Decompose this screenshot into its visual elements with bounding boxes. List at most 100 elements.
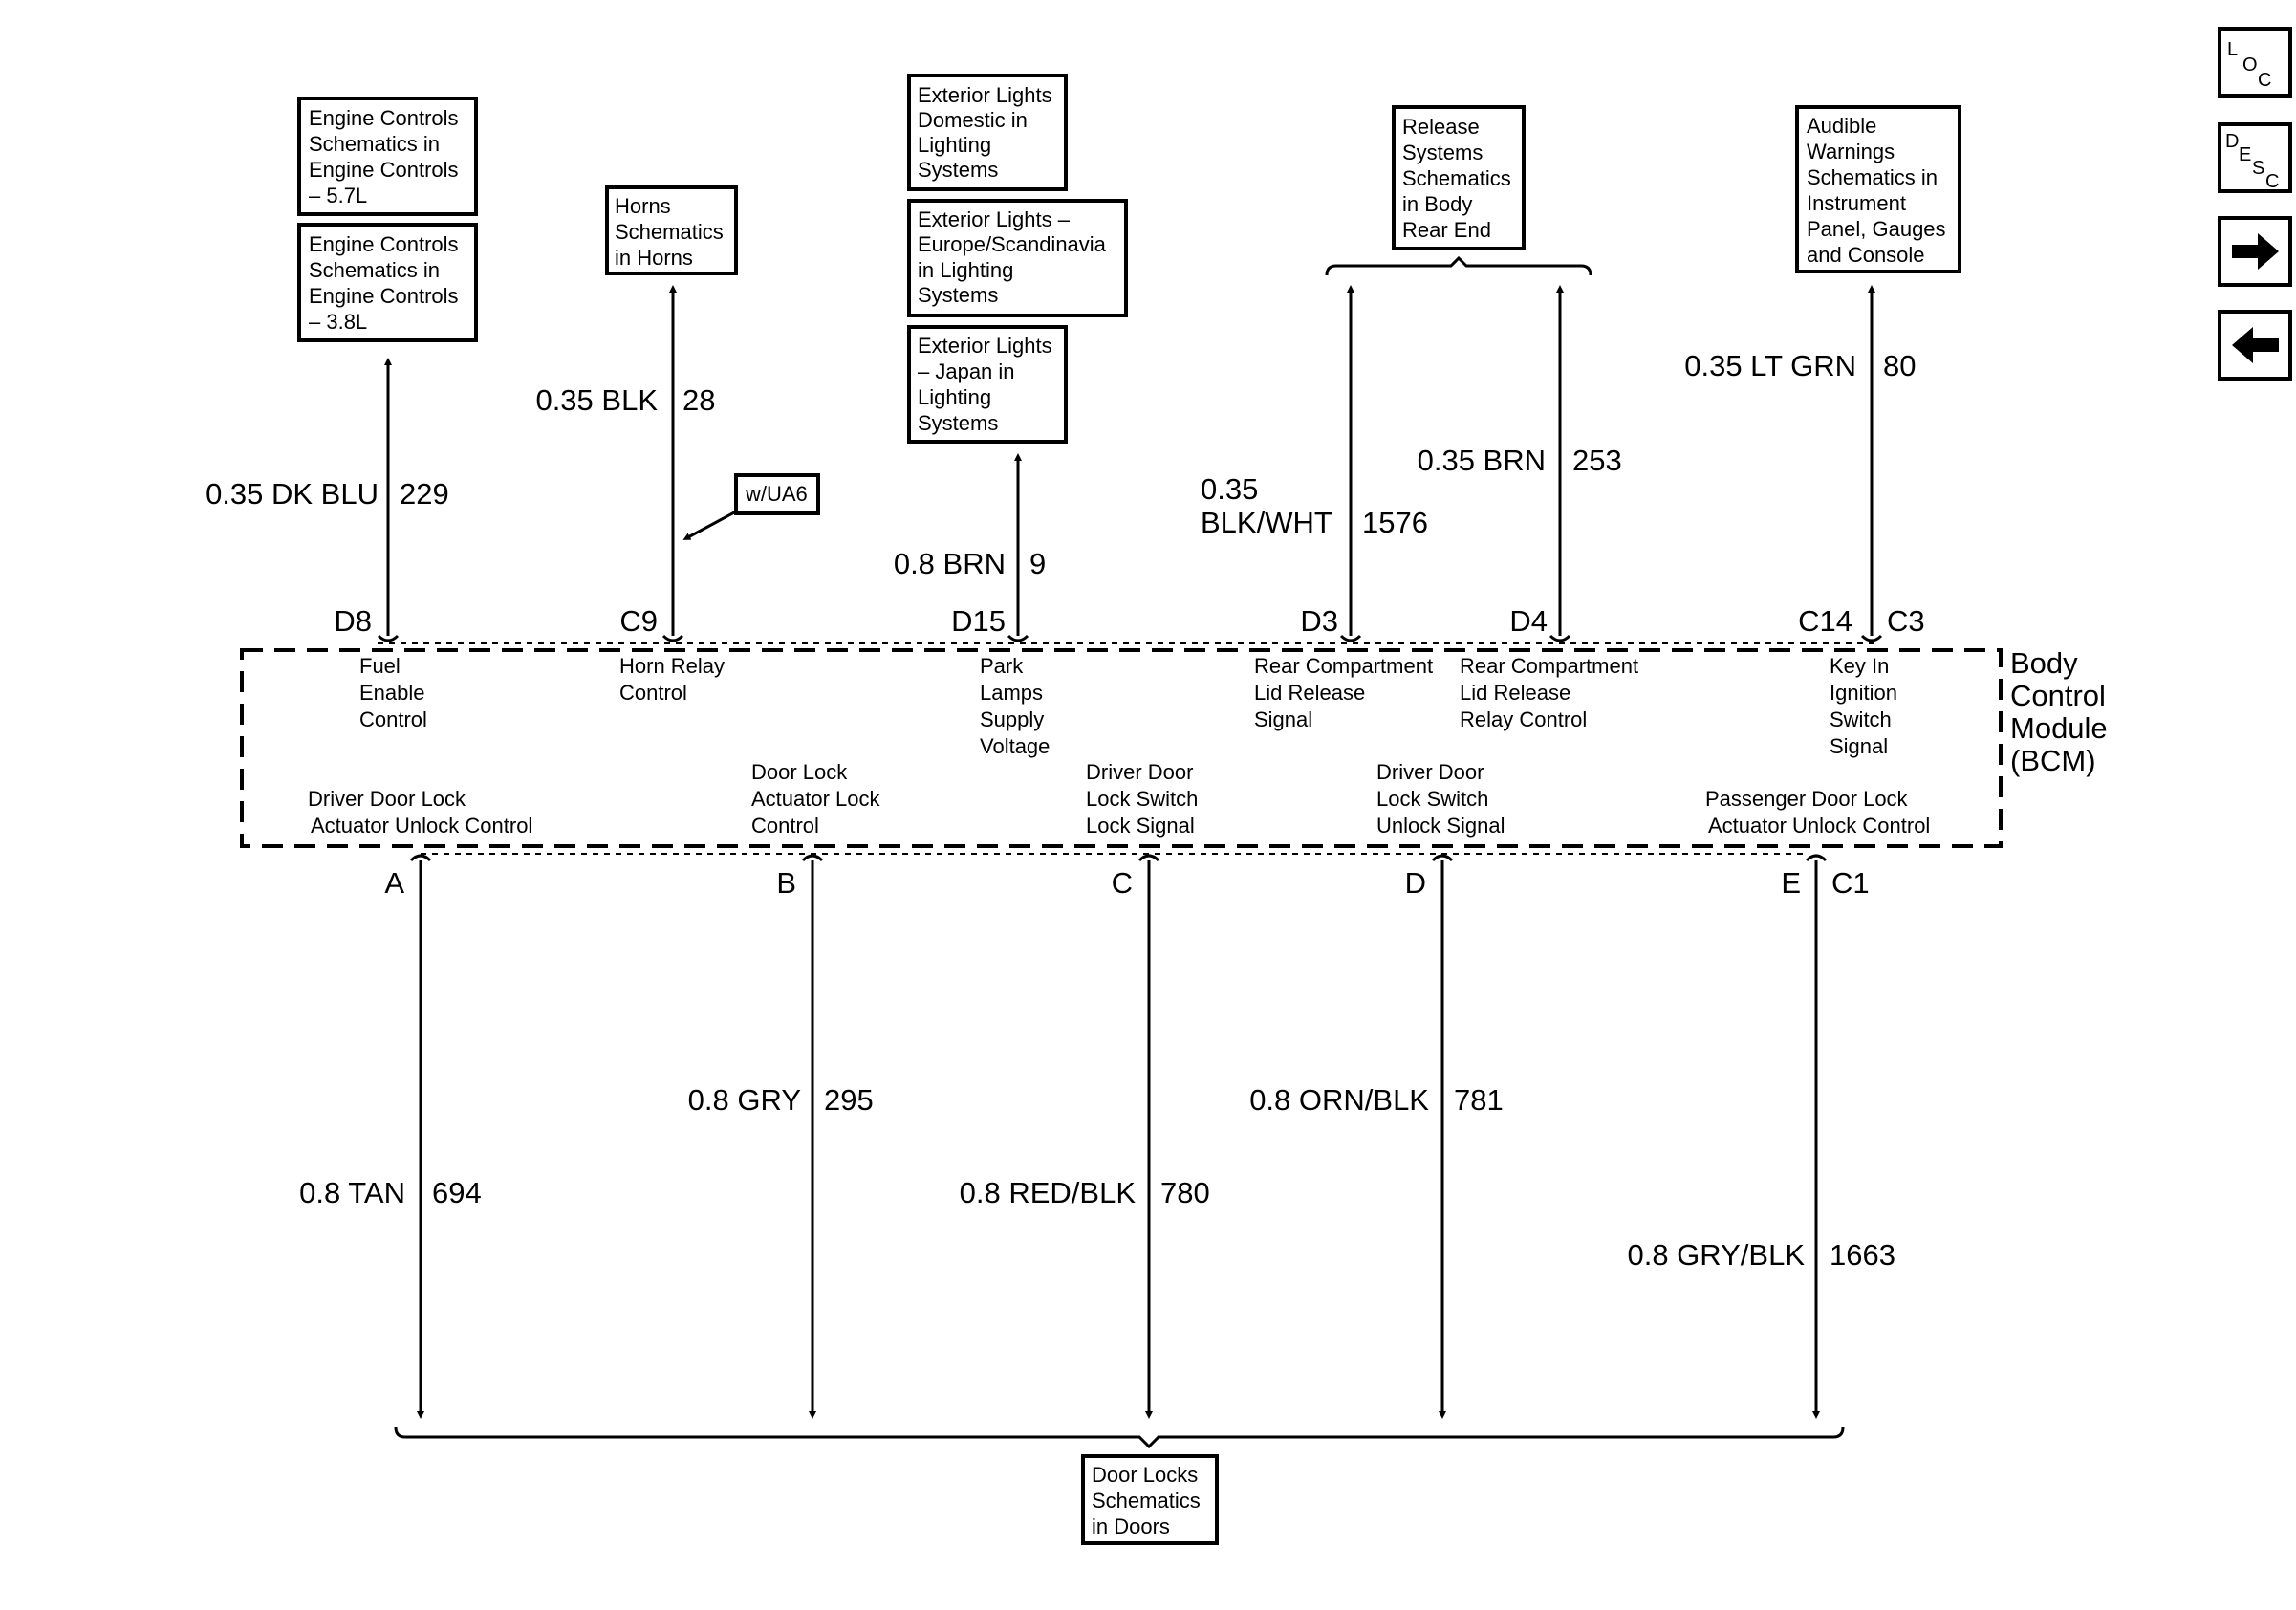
wire-d15: 0.8 BRN 9 D15 xyxy=(894,453,1046,638)
wire-gauge-color: 0.8 BRN xyxy=(894,547,1006,580)
circuit-name-driver-lock-switch-lock: Driver Door Lock Switch Lock Signal xyxy=(1086,760,1198,838)
ref-text: – 3.8L xyxy=(309,310,367,334)
ref-exterior-lights-japan[interactable]: Exterior Lights – Japan in Lighting Syst… xyxy=(907,325,1068,444)
wire-d3: 0.35 BLK/WHT 1576 D3 xyxy=(1201,285,1428,638)
pin-label: C xyxy=(1112,866,1133,900)
wire-gauge-color: 0.8 RED/BLK xyxy=(960,1176,1137,1209)
circuit-name-key-in: Key In Ignition Switch Signal xyxy=(1830,654,1897,758)
circuit-name-text: Relay Control xyxy=(1460,707,1587,731)
wire-gauge-color: BLK/WHT xyxy=(1201,506,1332,539)
bcm-module-outline xyxy=(240,648,2003,848)
ref-box-frame[interactable] xyxy=(1081,1454,1219,1545)
ref-exterior-lights-europe[interactable]: Exterior Lights – Europe/Scandinavia in … xyxy=(907,199,1128,317)
circuit-name-text: Lamps xyxy=(980,681,1043,705)
wire-circuit-number: 28 xyxy=(682,383,715,417)
bcm-module-label: Body Control Module (BCM) xyxy=(2010,646,2108,777)
ref-text: Lighting xyxy=(918,385,991,409)
ref-text: Audible xyxy=(1807,114,1876,138)
ref-text: and Console xyxy=(1807,243,1925,267)
bcm-label-line: (BCM) xyxy=(2010,744,2096,777)
wire-circuit-number: 9 xyxy=(1029,547,1046,580)
ref-text: Warnings xyxy=(1807,140,1895,163)
ref-text: Lighting xyxy=(918,133,991,157)
circuit-name-horn-relay: Horn Relay Control xyxy=(619,654,725,705)
pin-label: D8 xyxy=(334,604,372,638)
wire-circuit-number: 253 xyxy=(1572,444,1622,477)
option-tag-arrow xyxy=(682,510,737,540)
pin-label: A xyxy=(384,866,404,900)
pin-label: E xyxy=(1781,866,1801,900)
connector-label: C1 xyxy=(1831,866,1870,900)
connector-tick xyxy=(1137,854,1160,862)
ref-box-frame[interactable] xyxy=(605,185,738,275)
wire-circuit-number: 781 xyxy=(1454,1083,1504,1117)
ref-text: in Horns xyxy=(615,246,693,270)
wire-circuit-number: 229 xyxy=(400,477,449,511)
prev-page-button[interactable] xyxy=(2218,310,2292,381)
ref-box-frame[interactable] xyxy=(297,97,478,216)
ref-exterior-lights-domestic[interactable]: Exterior Lights Domestic in Lighting Sys… xyxy=(907,74,1068,191)
ref-box-frame[interactable] xyxy=(297,223,478,342)
ref-text: Engine Controls xyxy=(309,158,459,182)
ref-horns[interactable]: Horns Schematics in Horns xyxy=(605,185,738,275)
ref-box-frame[interactable] xyxy=(1392,105,1526,250)
wire-d8: 0.35 DK BLU 229 D8 xyxy=(206,358,449,638)
wire-gauge-color: 0.8 GRY/BLK xyxy=(1627,1238,1805,1272)
ref-box-frame[interactable] xyxy=(907,199,1128,317)
circuit-name-text: Actuator Unlock Control xyxy=(1708,814,1930,838)
circuit-name-text: Voltage xyxy=(980,734,1050,758)
connector-tick xyxy=(1805,854,1828,862)
loc-button-frame[interactable] xyxy=(2218,27,2292,98)
desc-letter: D xyxy=(2225,131,2239,152)
circuit-name-text: Lid Release xyxy=(1254,681,1365,705)
ref-engine-controls-5-7l[interactable]: Engine Controls Schematics in Engine Con… xyxy=(297,97,478,216)
ref-release-systems[interactable]: Release Systems Schematics in Body Rear … xyxy=(1392,105,1526,250)
ref-text: Rear End xyxy=(1402,218,1491,242)
wire-circuit-number: 1576 xyxy=(1362,506,1428,539)
circuit-name-text: Enable xyxy=(359,681,425,705)
ref-text: Systems xyxy=(1402,141,1483,164)
next-page-button[interactable] xyxy=(2218,216,2292,287)
ref-engine-controls-3-8l[interactable]: Engine Controls Schematics in Engine Con… xyxy=(297,223,478,342)
ref-audible-warnings[interactable]: Audible Warnings Schematics in Instrumen… xyxy=(1795,105,1961,273)
circuit-name-text: Unlock Signal xyxy=(1376,814,1505,838)
circuit-name-text: Lock Signal xyxy=(1086,814,1195,838)
ref-text: in Doors xyxy=(1092,1514,1170,1538)
circuit-name-driver-lock-switch-unlock: Driver Door Lock Switch Unlock Signal xyxy=(1376,760,1505,838)
ref-text: in Body xyxy=(1402,192,1472,216)
desc-button-frame[interactable] xyxy=(2218,122,2292,193)
wire-c14: 0.35 LT GRN 80 C14 C3 xyxy=(1684,285,1925,638)
loc-button[interactable]: L O C xyxy=(2218,27,2292,98)
pin-label: D4 xyxy=(1509,604,1548,638)
circuit-name-text: Rear Compartment xyxy=(1460,654,1638,678)
circuit-name-text: Key In xyxy=(1830,654,1889,678)
circuit-name-text: Actuator Lock xyxy=(751,787,881,811)
ref-text: Schematics xyxy=(1402,166,1511,190)
ref-text: Exterior Lights xyxy=(918,83,1052,107)
desc-button[interactable]: D E S C xyxy=(2218,122,2292,193)
circuit-name-door-lock-actuator: Door Lock Actuator Lock Control xyxy=(751,760,881,838)
ref-door-locks[interactable]: Door Locks Schematics in Doors xyxy=(1081,1454,1219,1545)
circuit-name-text: Driver Door Lock xyxy=(308,787,466,811)
ref-box-frame[interactable] xyxy=(1795,105,1961,273)
ref-box-frame[interactable] xyxy=(907,325,1068,444)
circuit-name-driver-unlock-actuator: Driver Door Lock Actuator Unlock Control xyxy=(308,787,532,838)
ref-box-frame[interactable] xyxy=(907,74,1068,191)
ref-text: Exterior Lights xyxy=(918,334,1052,358)
wire-gauge-color: 0.35 BLK xyxy=(535,383,658,417)
ref-text: Instrument xyxy=(1807,191,1906,215)
circuit-name-text: Signal xyxy=(1830,734,1888,758)
wire-gauge-color: 0.35 BRN xyxy=(1418,444,1546,477)
connector-tick xyxy=(1339,634,1362,642)
ref-text: Systems xyxy=(918,283,998,307)
circuit-name-text: Signal xyxy=(1254,707,1312,731)
wire-circuit-number: 295 xyxy=(824,1083,874,1117)
ref-text: in Lighting xyxy=(918,258,1013,282)
bcm-label-line: Control xyxy=(2010,679,2106,712)
circuit-name-text: Driver Door xyxy=(1376,760,1484,784)
circuit-name-text: Ignition xyxy=(1830,681,1897,705)
circuit-name-text: Supply xyxy=(980,707,1044,731)
ref-text: Engine Controls xyxy=(309,106,459,130)
wire-circuit-number: 80 xyxy=(1883,349,1916,382)
